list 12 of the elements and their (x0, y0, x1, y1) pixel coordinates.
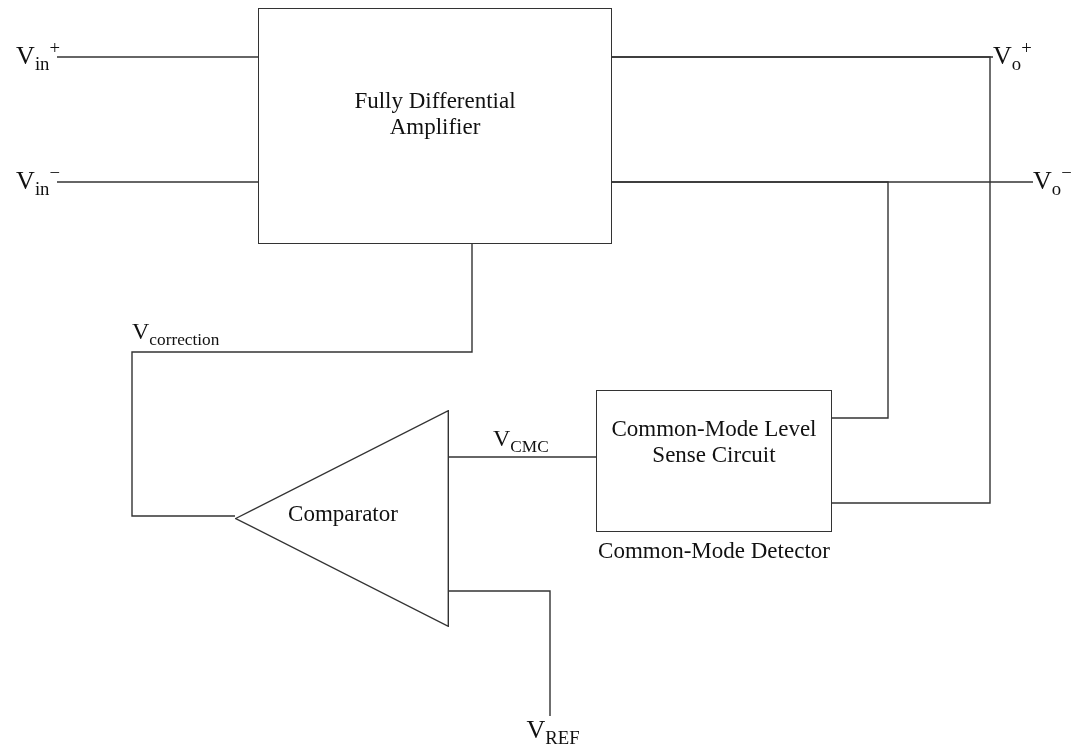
wire (448, 590, 551, 717)
wire (56, 181, 259, 183)
signal-label: V$_{REF}$ (508, 716, 598, 754)
wire (611, 181, 889, 419)
block-label: Comparator (287, 501, 399, 528)
block-label: Common-Mode Level Sense Circuit (610, 416, 818, 469)
block-caption: Common-Mode Detector (597, 538, 831, 565)
wire (448, 456, 597, 458)
wire (611, 56, 991, 504)
wire (131, 243, 473, 517)
wire (56, 56, 259, 58)
block-label: Fully Differential Amplifier (353, 88, 517, 141)
